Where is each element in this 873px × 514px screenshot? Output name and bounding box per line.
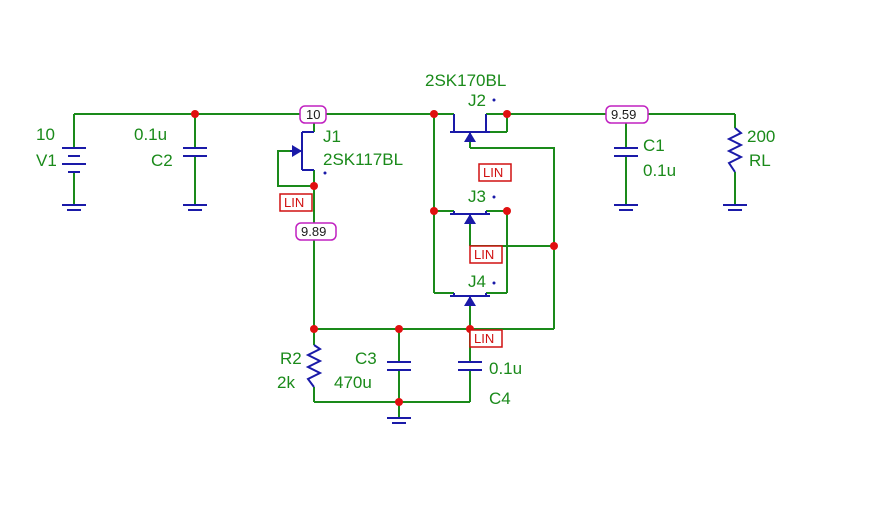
node [503,207,511,215]
probe-supply: 10 [299,105,327,124]
node [310,325,318,333]
node [430,207,438,215]
svg-text:10: 10 [306,107,320,122]
ground-c1 [614,204,638,211]
c2-value: 0.1u [134,125,167,144]
probe-j1-source: 9.89 [295,222,337,241]
c3-name: C3 [355,349,377,368]
r2-value: 2k [277,373,295,392]
pin-dots [323,98,496,285]
ground-c3 [387,417,411,424]
wires [73,113,736,418]
c2-symbol [183,147,207,157]
c3-symbol [387,361,411,371]
c4-value: 0.1u [489,359,522,378]
j4-model-tag: LIN [469,329,503,348]
ground-c2 [183,204,207,211]
node [430,110,438,118]
ground-rl [723,204,747,211]
probe-output: 9.59 [605,105,649,124]
c4-name: C4 [489,389,511,408]
svg-text:LIN: LIN [474,247,494,262]
r2-name: R2 [280,349,302,368]
r2-symbol [305,344,323,388]
j1-model-tag: LIN [279,193,313,212]
c1-name: C1 [643,136,665,155]
svg-text:9.89: 9.89 [301,224,326,239]
rl-symbol [726,127,744,173]
wire-gate-feedback [470,147,555,329]
j4-name: J4 [468,272,486,291]
c4-symbol [458,361,482,371]
svg-text:9.59: 9.59 [611,107,636,122]
j2-model-tag: LIN [478,163,512,182]
node [310,182,318,190]
svg-text:LIN: LIN [483,165,503,180]
junction-nodes [191,110,558,406]
j3-name: J3 [468,187,486,206]
j2-name: J2 [468,91,486,110]
c1-symbol [614,147,638,157]
v1-name: V1 [36,151,57,170]
c1-value: 0.1u [643,161,676,180]
node [550,242,558,250]
v1-value: 10 [36,125,55,144]
node [191,110,199,118]
j1-symbol [290,131,314,171]
node [503,110,511,118]
wire-j1-gate-loop [277,150,314,187]
j2-symbol [450,114,490,142]
rl-value: 200 [747,127,775,146]
svg-text:LIN: LIN [284,195,304,210]
rl-name: RL [749,151,771,170]
j3-symbol [450,211,490,224]
j4-symbol [450,293,490,306]
j2-part: 2SK170BL [425,71,506,90]
c2-name: C2 [151,151,173,170]
node [395,398,403,406]
v1-symbol [62,147,86,173]
c3-value: 470u [334,373,372,392]
j3-model-tag: LIN [469,245,503,264]
node [395,325,403,333]
j1-part: 2SK117BL [323,150,403,169]
svg-text:LIN: LIN [474,331,494,346]
ground-v1 [62,204,86,211]
j1-name: J1 [323,127,341,146]
